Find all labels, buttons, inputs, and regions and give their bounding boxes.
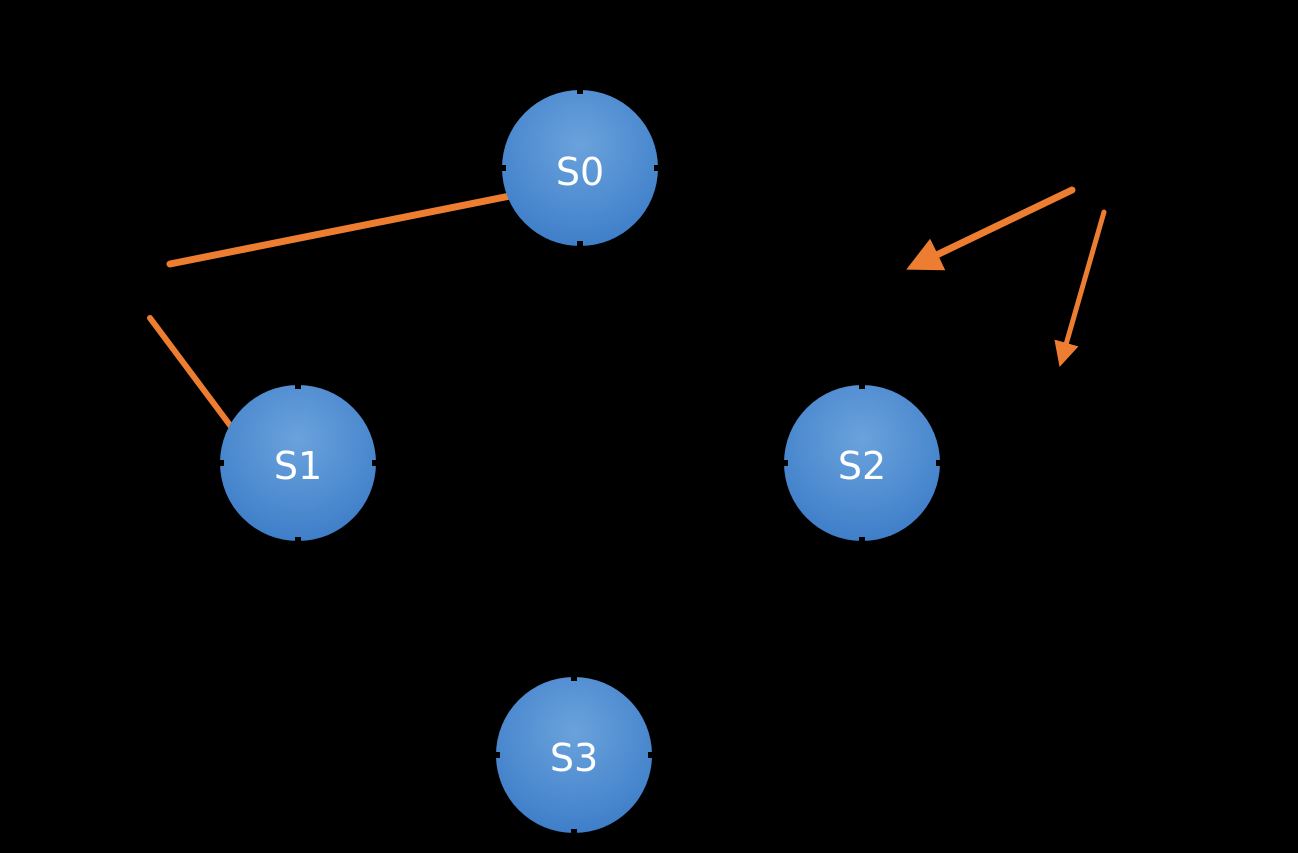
node-s2: S2: [782, 383, 942, 543]
node-s0: S0: [500, 88, 660, 247]
node-s1: S1: [218, 383, 378, 543]
arrow-top-right-left: [906, 186, 1076, 271]
node-s3-label: S3: [550, 736, 598, 780]
node-s1-label: S1: [274, 444, 322, 488]
arrow-to-s0: [166, 178, 548, 268]
node-s3: S3: [494, 675, 654, 835]
node-s0-label: S0: [556, 150, 604, 194]
arrow-top-right-down: [1054, 209, 1107, 368]
node-s2-label: S2: [838, 444, 886, 488]
